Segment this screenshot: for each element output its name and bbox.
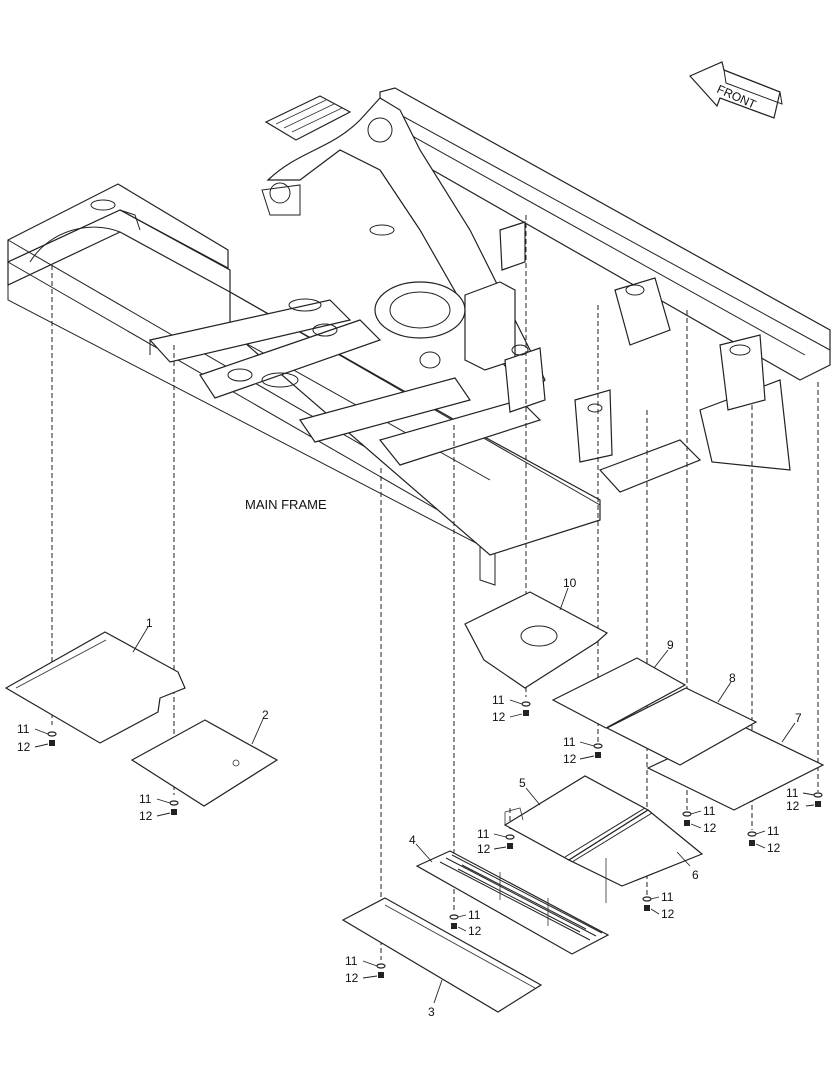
callout-11: 11 <box>345 954 358 968</box>
callout-3: 3 <box>428 1005 435 1019</box>
callout-11: 11 <box>477 827 490 841</box>
callout-10: 10 <box>563 576 577 590</box>
callout-7: 7 <box>795 711 802 725</box>
cover-plate-3 <box>341 897 543 1013</box>
main-frame <box>7 87 831 586</box>
cover-plate-10 <box>464 591 609 689</box>
callout-2: 2 <box>262 708 269 722</box>
callout-11: 11 <box>139 792 152 806</box>
callout-11: 11 <box>492 693 505 707</box>
cover-plate-2 <box>130 719 279 807</box>
callout-12: 12 <box>17 740 31 754</box>
fastener-callouts: 11 12 11 12 11 12 11 12 11 12 11 12 11 1… <box>17 693 800 985</box>
callout-11: 11 <box>786 786 799 800</box>
front-arrow-icon: FRONT <box>688 61 783 119</box>
cover-plate-9 <box>551 657 687 729</box>
callout-12: 12 <box>786 799 800 813</box>
callout-11: 11 <box>661 890 674 904</box>
callout-12: 12 <box>661 907 675 921</box>
callout-12: 12 <box>468 924 482 938</box>
cover-plate-1 <box>4 631 186 744</box>
callout-12: 12 <box>492 710 506 724</box>
callout-12: 12 <box>767 841 781 855</box>
callout-leaders <box>34 587 815 1004</box>
callout-5: 5 <box>519 776 526 790</box>
cover-plate-8 <box>605 687 758 766</box>
callout-1: 1 <box>146 616 153 630</box>
callout-12: 12 <box>345 971 359 985</box>
cover-plate-5-6 <box>503 775 704 903</box>
callout-4: 4 <box>409 833 416 847</box>
callout-8: 8 <box>729 671 736 685</box>
main-frame-label: MAIN FRAME <box>245 497 327 512</box>
callout-11: 11 <box>17 722 30 736</box>
callout-11: 11 <box>468 908 481 922</box>
callout-11: 11 <box>563 735 576 749</box>
callout-12: 12 <box>477 842 491 856</box>
callout-numbers: 1 2 3 4 5 6 7 8 9 10 <box>146 576 802 1019</box>
callout-11: 11 <box>703 804 716 818</box>
callout-12: 12 <box>703 821 717 835</box>
callout-11: 11 <box>767 824 780 838</box>
callout-9: 9 <box>667 638 674 652</box>
callout-12: 12 <box>139 809 153 823</box>
callout-12: 12 <box>563 752 577 766</box>
cover-plate-4 <box>415 850 610 955</box>
callout-6: 6 <box>692 868 699 882</box>
